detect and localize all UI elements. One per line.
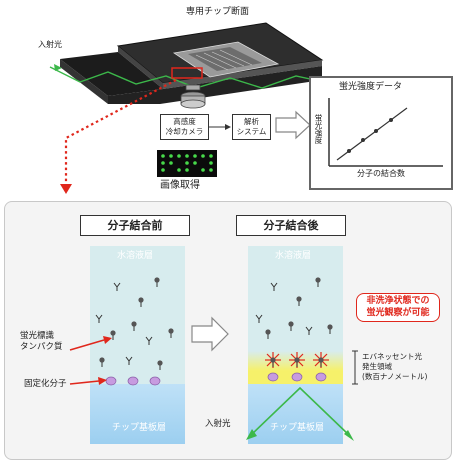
after-substrate-label: チップ基板層 <box>270 423 325 433</box>
before-title: 分子結合前 <box>80 215 190 236</box>
before-water-label: 水溶液層 <box>117 251 154 261</box>
after-title: 分子結合後 <box>236 215 346 236</box>
chip-cross-section <box>49 22 330 194</box>
before-substrate-layer <box>90 384 185 444</box>
after-water-layer <box>248 246 343 351</box>
graph-title: 蛍光強度データ <box>339 82 403 92</box>
mechanism-panel <box>4 201 452 460</box>
camera-label: 高感度 冷却カメラ <box>165 117 204 136</box>
graph-ylabel: 蛍光強度 <box>314 114 323 144</box>
graph-box: 蛍光強度データ 蛍光強度 分子の結合数 <box>309 76 453 190</box>
before-substrate-label: チップ基板層 <box>112 423 167 433</box>
incident-light-label-top: 入射光 <box>38 40 62 49</box>
evanescent-label: エバネッセント光 発生領域 (数百ナノメートル) <box>362 352 428 381</box>
analysis-box: 解析 システム <box>232 114 271 140</box>
incident-light-label-bottom: 入射光 <box>205 419 231 429</box>
immobilized-label: 固定化分子 <box>24 379 67 389</box>
image-acquisition-label: 画像取得 <box>160 180 200 191</box>
camera-box: 高感度 冷却カメラ <box>160 114 209 140</box>
before-water-layer <box>90 246 185 384</box>
callout-box: 非洗浄状態での 蛍光観察が可能 <box>356 293 440 322</box>
chip-title: 専用チップ断面 <box>186 7 250 17</box>
labeled-protein-label: 蛍光標識 タンパク質 <box>20 331 63 352</box>
after-water-label: 水溶液層 <box>275 251 312 261</box>
graph-xlabel: 分子の結合数 <box>357 169 405 178</box>
analysis-label: 解析 システム <box>236 117 267 136</box>
graph-plot <box>328 98 443 167</box>
